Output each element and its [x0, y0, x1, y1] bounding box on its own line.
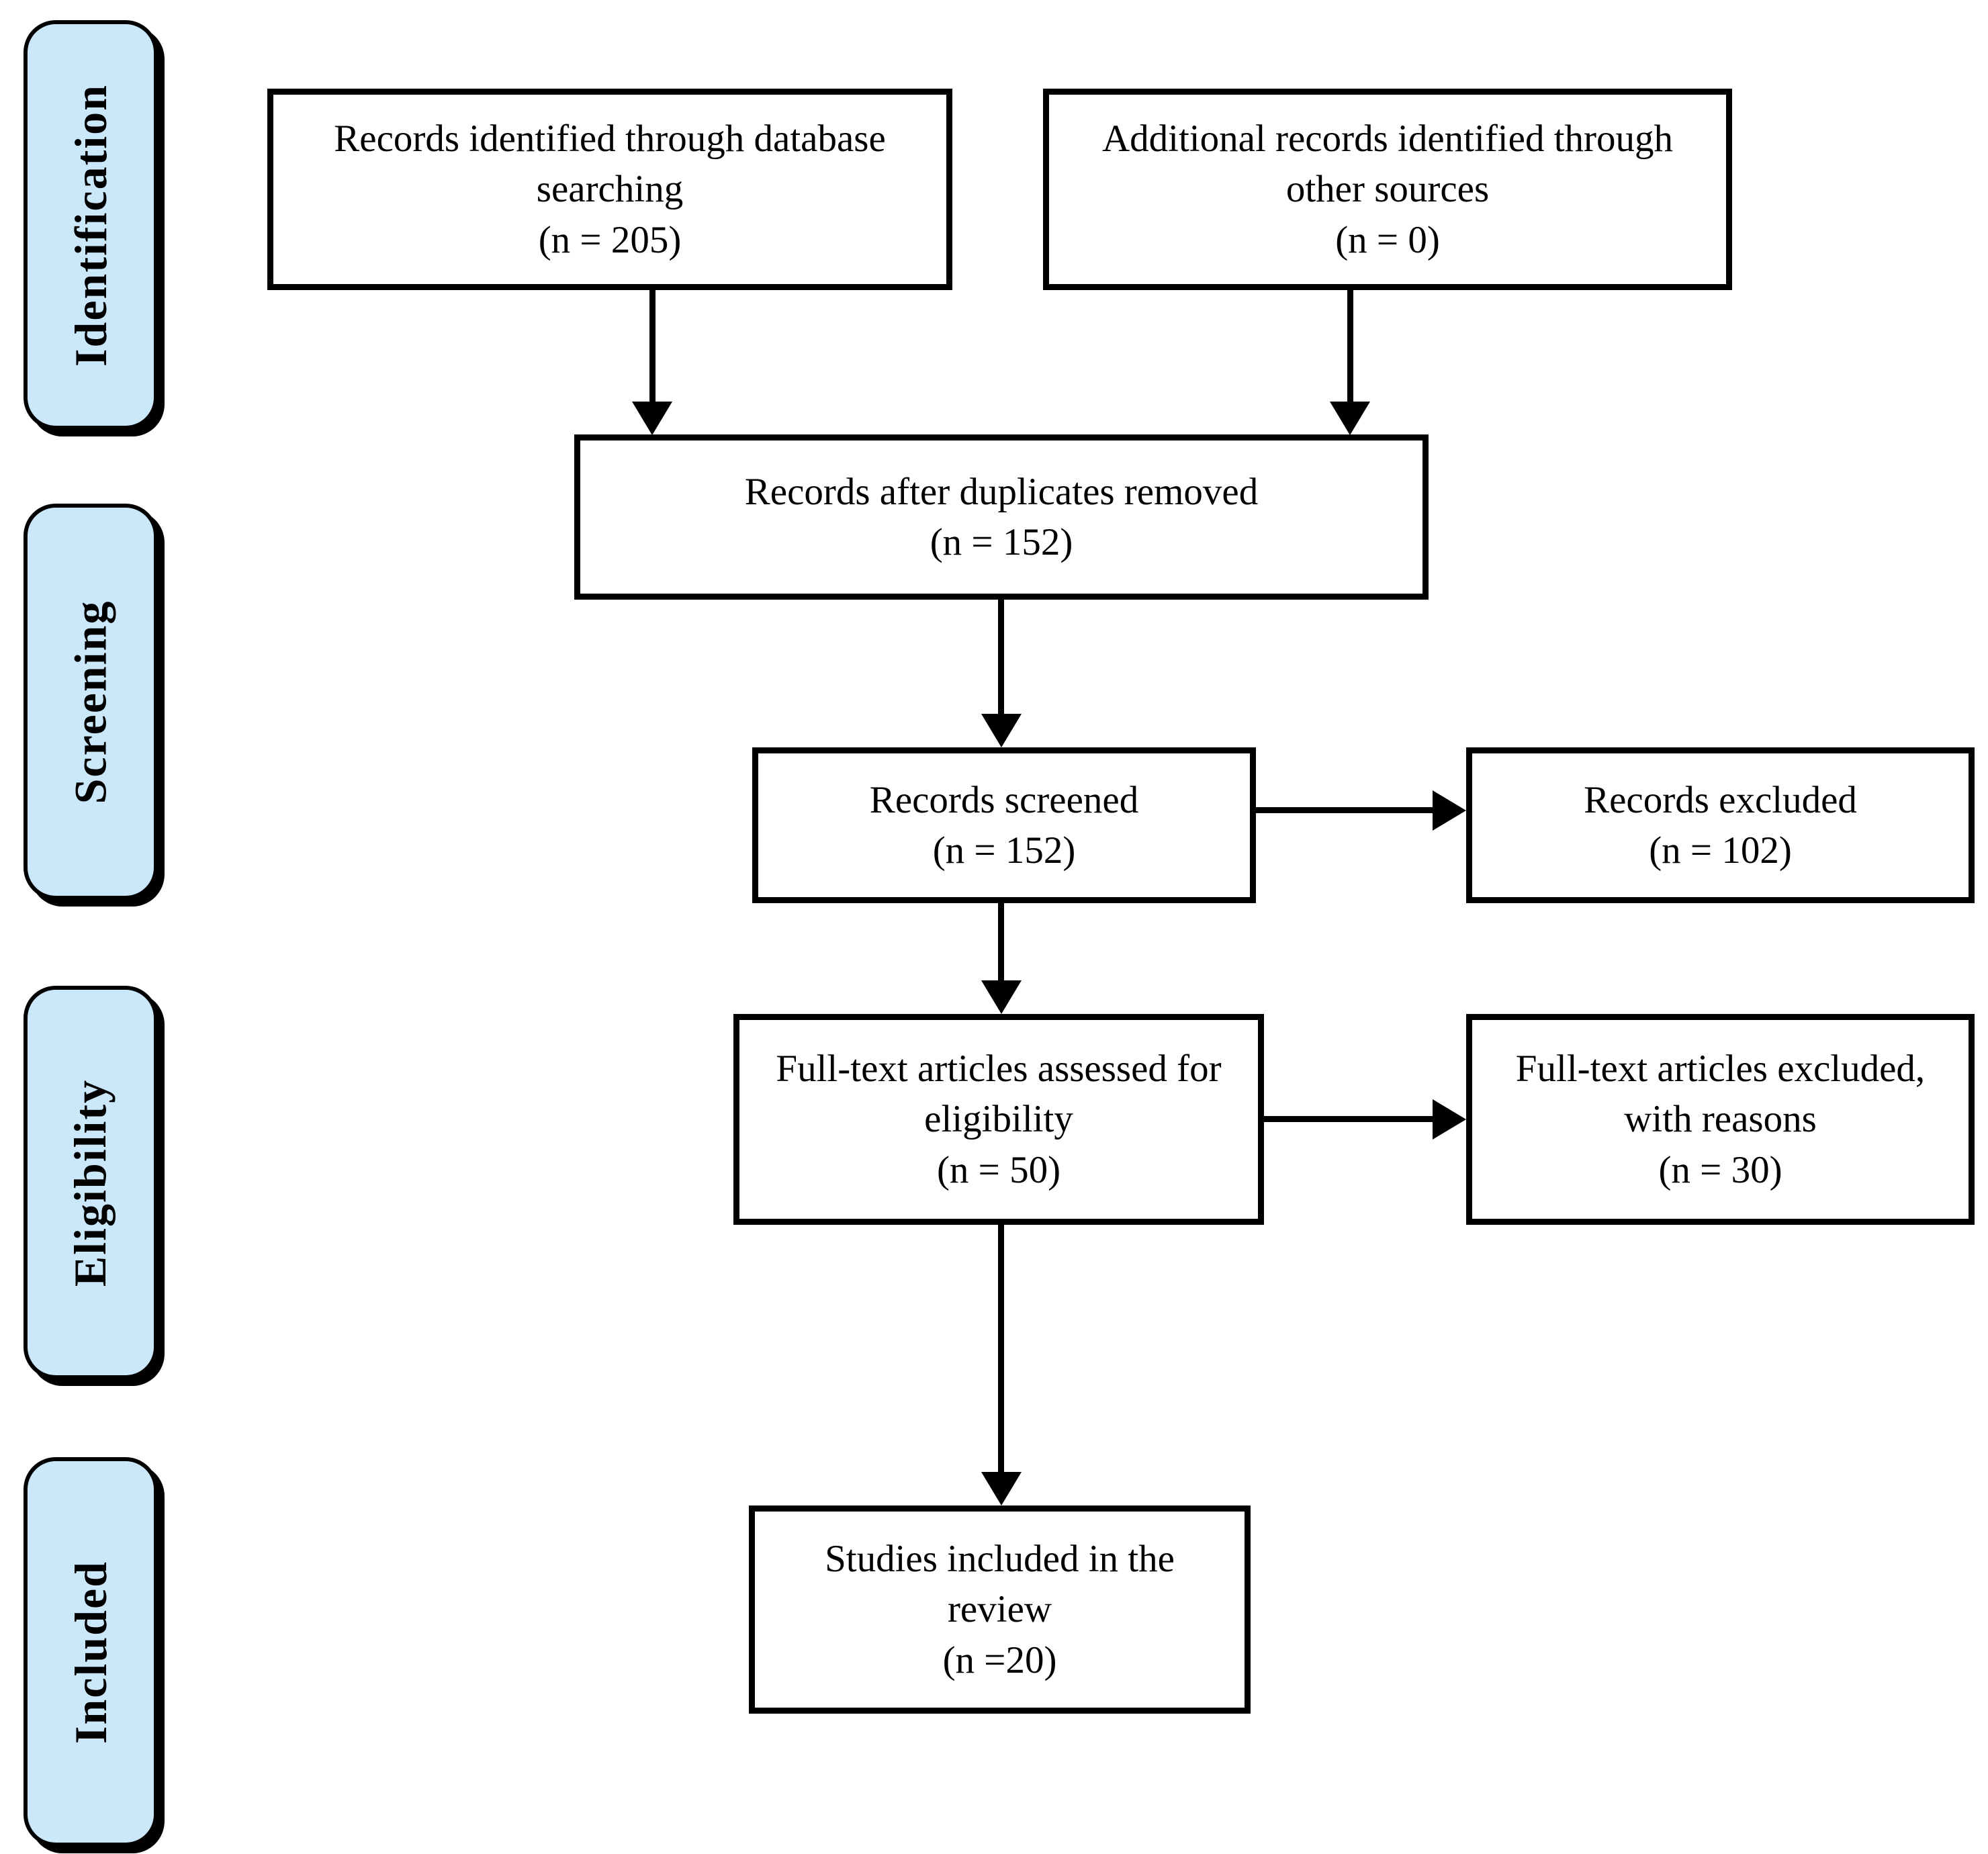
box-studies-included: Studies included in the review (n =20) — [749, 1505, 1251, 1714]
box-fulltext-excluded: Full-text articles excluded, with reason… — [1466, 1014, 1975, 1225]
box-records-identified-count: (n = 205) — [538, 218, 682, 261]
box-fulltext-assessed-line2: eligibility — [924, 1098, 1073, 1141]
arrow-identified-to-duplicates-line — [649, 290, 656, 403]
box-records-screened-count: (n = 152) — [932, 829, 1076, 872]
box-fulltext-excluded-count: (n = 30) — [1658, 1148, 1782, 1191]
arrow-duplicates-to-screened-head — [981, 714, 1022, 747]
box-records-identified: Records identified through database sear… — [267, 89, 952, 290]
box-records-excluded-line1: Records excluded — [1584, 778, 1857, 821]
box-studies-included-line1: Studies included in the — [825, 1538, 1175, 1581]
box-records-excluded-count: (n = 102) — [1649, 829, 1792, 872]
arrow-screened-to-fulltext-line — [998, 903, 1004, 982]
stage-screening-label: Screening — [64, 600, 116, 804]
box-records-screened-line1: Records screened — [869, 778, 1139, 821]
box-records-identified-line1: Records identified through database — [334, 118, 886, 160]
arrow-fulltext-to-included-head — [981, 1472, 1022, 1505]
box-fulltext-assessed-line1: Full-text articles assessed for — [776, 1048, 1222, 1091]
box-records-excluded: Records excluded (n = 102) — [1466, 747, 1975, 903]
box-fulltext-assessed: Full-text articles assessed for eligibil… — [733, 1014, 1264, 1225]
box-records-identified-line2: searching — [536, 168, 684, 211]
arrow-screened-to-excluded-head — [1433, 790, 1466, 831]
box-additional-records-count: (n = 0) — [1335, 218, 1440, 261]
box-duplicates-removed-count: (n = 152) — [930, 521, 1073, 563]
box-duplicates-removed: Records after duplicates removed (n = 15… — [574, 434, 1429, 600]
stage-screening: Screening — [24, 504, 158, 900]
stage-included-label: Included — [64, 1560, 116, 1744]
arrow-additional-to-duplicates-head — [1330, 402, 1370, 435]
box-additional-records-line1: Additional records identified through — [1101, 118, 1674, 160]
box-fulltext-excluded-line1: Full-text articles excluded, — [1515, 1048, 1926, 1091]
arrow-fulltext-to-included-line — [998, 1225, 1004, 1473]
stage-eligibility: Eligibility — [24, 986, 158, 1379]
arrow-screened-to-excluded-line — [1256, 807, 1433, 813]
stage-identification: Identification — [24, 20, 158, 430]
stage-identification-label: Identification — [64, 83, 116, 367]
stage-included: Included — [24, 1457, 158, 1847]
arrow-identified-to-duplicates-head — [632, 402, 672, 435]
arrow-additional-to-duplicates-line — [1347, 290, 1353, 403]
arrow-fulltext-to-excluded-head — [1433, 1099, 1466, 1140]
box-additional-records-line2: other sources — [1285, 168, 1490, 211]
arrow-fulltext-to-excluded-line — [1264, 1116, 1433, 1122]
box-fulltext-excluded-line2: with reasons — [1624, 1098, 1817, 1141]
box-studies-included-line2: review — [947, 1588, 1052, 1631]
box-studies-included-count: (n =20) — [942, 1638, 1057, 1681]
box-fulltext-assessed-count: (n = 50) — [936, 1148, 1061, 1191]
box-duplicates-removed-line1: Records after duplicates removed — [744, 470, 1259, 513]
arrow-screened-to-fulltext-head — [981, 980, 1022, 1014]
box-additional-records: Additional records identified through ot… — [1043, 89, 1732, 290]
box-records-screened: Records screened (n = 152) — [752, 747, 1256, 903]
stage-eligibility-label: Eligibility — [64, 1078, 116, 1287]
arrow-duplicates-to-screened-line — [998, 600, 1004, 715]
